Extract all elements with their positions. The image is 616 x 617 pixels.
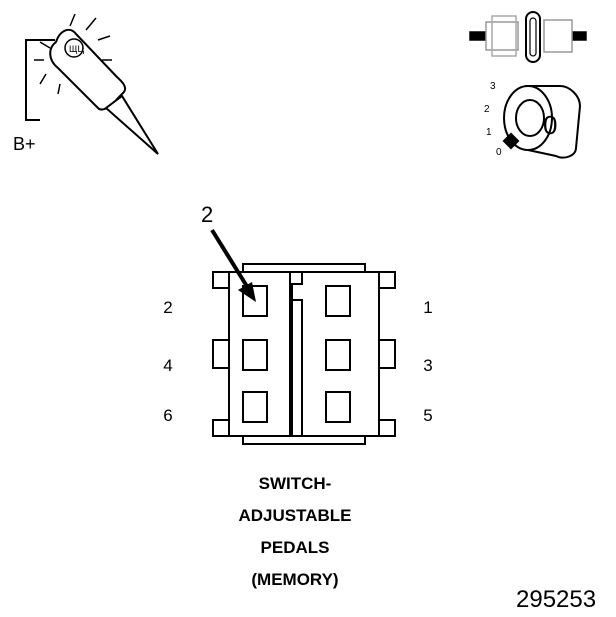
caption-line: ADJUSTABLE bbox=[238, 506, 352, 525]
svg-text:ЩЦ: ЩЦ bbox=[69, 44, 84, 54]
component-caption: SWITCH- ADJUSTABLE PEDALS (MEMORY) bbox=[200, 468, 390, 596]
pin-number-label: 1 bbox=[423, 298, 433, 317]
ignition-position-label: 1 bbox=[486, 127, 492, 138]
cavity-4 bbox=[242, 339, 268, 371]
ignition-position-label: 2 bbox=[484, 104, 490, 115]
pin-number-label: 6 bbox=[163, 406, 173, 425]
ignition-key-icon bbox=[502, 85, 582, 159]
pin-number-label: 4 bbox=[163, 356, 173, 375]
caption-line: (MEMORY) bbox=[251, 570, 339, 589]
connector-cavities bbox=[242, 285, 351, 423]
key-position-label: 0 bbox=[543, 110, 558, 140]
caption-line: SWITCH- bbox=[258, 474, 332, 493]
ignition-position-label: 0 bbox=[496, 147, 502, 158]
test-lamp-icon: ЩЦ bbox=[25, 13, 159, 155]
callout-arrow bbox=[210, 228, 256, 302]
cavity-3 bbox=[325, 339, 351, 371]
figure-id: 295253 bbox=[516, 586, 597, 613]
callout-number: 2 bbox=[201, 202, 214, 227]
pin-number-label: 3 bbox=[423, 356, 433, 375]
caption-line: PEDALS bbox=[260, 538, 330, 557]
ignition-position-label: 3 bbox=[490, 81, 496, 92]
cavity-6 bbox=[242, 391, 268, 423]
pin-number-label: 2 bbox=[163, 298, 173, 317]
supply-label: B+ bbox=[13, 134, 36, 154]
cavity-1 bbox=[325, 285, 351, 317]
disconnected-connector-icon bbox=[469, 11, 587, 63]
cavity-5 bbox=[325, 391, 351, 423]
pin-number-label: 5 bbox=[423, 406, 433, 425]
